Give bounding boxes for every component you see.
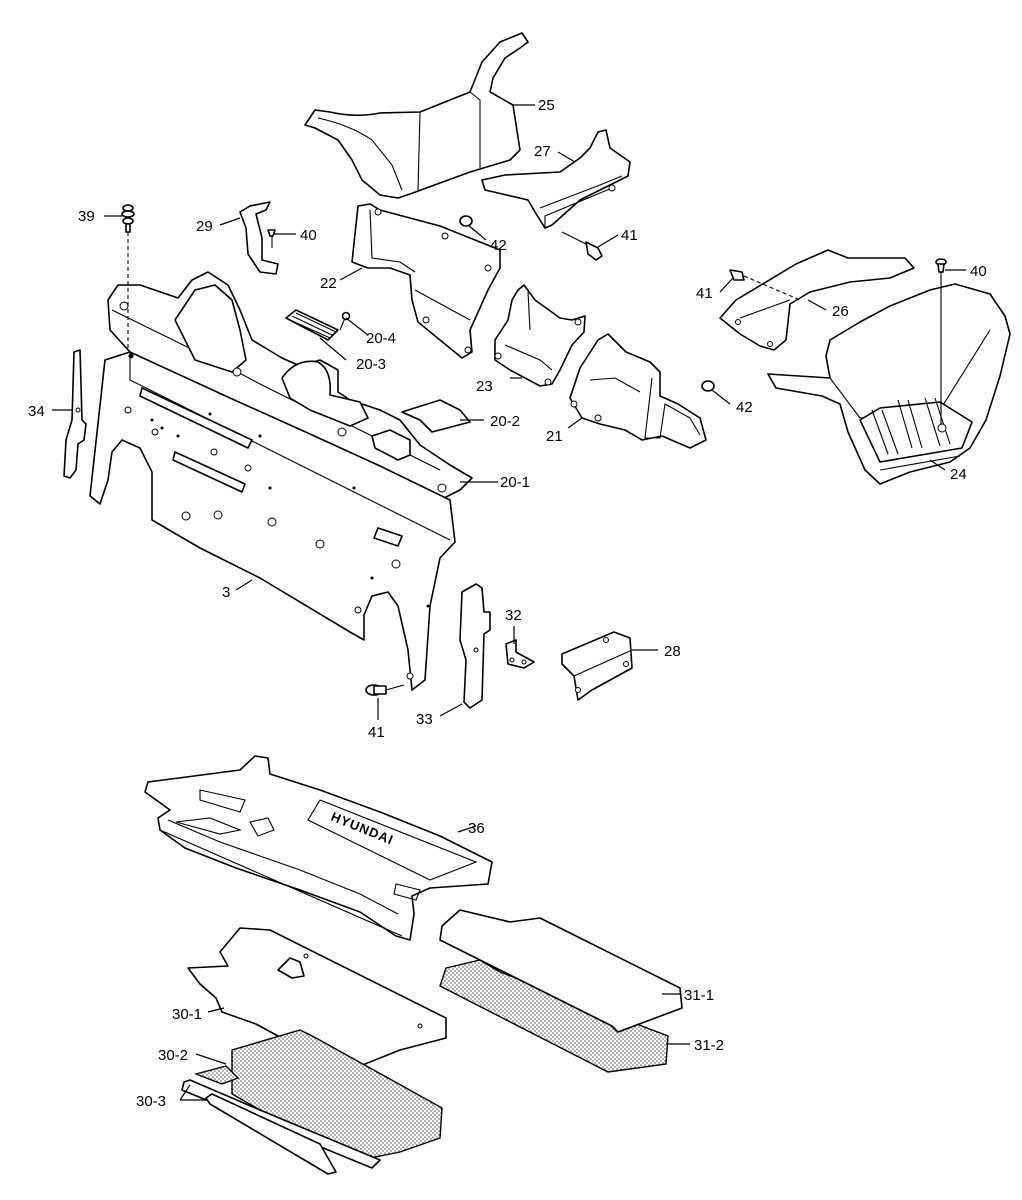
callout-24: 24 — [950, 466, 967, 483]
callout-40-a: 40 — [300, 227, 317, 244]
callout-3: 3 — [222, 584, 230, 601]
part-36-floor-mat: HYUNDAI — [144, 755, 493, 941]
part-24-side-cover — [767, 283, 1011, 485]
part-3-back-panel — [89, 351, 456, 691]
part-28-bracket — [561, 631, 633, 701]
part-39-fastener — [121, 204, 135, 350]
part-32-angle — [505, 639, 535, 669]
callout-labels: 25 27 39 29 40 42 41 22 41 40 26 20-4 20… — [28, 97, 987, 1110]
leader-lines — [52, 104, 966, 1101]
part-41-bolt-a — [561, 231, 603, 261]
part-30-2-insulation — [193, 1029, 443, 1159]
callout-36: 36 — [468, 820, 485, 837]
callout-31-1: 31-1 — [684, 987, 714, 1004]
callout-40-b: 40 — [970, 263, 987, 280]
callout-20-3: 20-3 — [356, 356, 386, 373]
part-31-1-cover — [439, 909, 683, 1033]
callout-33: 33 — [416, 711, 433, 728]
callout-20-2: 20-2 — [490, 413, 520, 430]
part-30-1-cover — [187, 927, 447, 1067]
part-26-panel — [719, 249, 915, 351]
callout-26: 26 — [832, 303, 849, 320]
callout-23: 23 — [476, 378, 493, 395]
callout-21: 21 — [546, 428, 563, 445]
callout-31-2: 31-2 — [694, 1037, 724, 1054]
part-33-bracket — [459, 583, 491, 709]
callout-41-c: 41 — [368, 724, 385, 741]
part-41-bolt-c — [365, 684, 405, 696]
callout-20-1: 20-1 — [500, 474, 530, 491]
callout-41-a: 41 — [621, 227, 638, 244]
part-40-screw-b — [935, 258, 947, 424]
callout-30-3: 30-3 — [136, 1093, 166, 1110]
callout-42-b: 42 — [736, 399, 753, 416]
part-20-2-plate — [401, 399, 471, 433]
callout-28: 28 — [664, 643, 681, 660]
part-24-step-ribs — [871, 397, 951, 455]
part-21-bracket — [569, 333, 707, 449]
callout-27: 27 — [534, 143, 551, 160]
part-34-bracket — [63, 349, 87, 479]
part-29-bracket — [239, 201, 279, 275]
part-40-screw-a — [267, 229, 276, 248]
part-41-bolt-b — [729, 269, 801, 301]
callout-41-b: 41 — [696, 285, 713, 302]
part-23-bracket — [494, 284, 586, 387]
part-20-4-screw — [339, 311, 351, 331]
part-42-cap-b — [701, 380, 715, 392]
callout-30-2: 30-2 — [158, 1047, 188, 1064]
part-22-inner-panel — [351, 203, 501, 359]
part-20-3-grille — [285, 309, 339, 341]
callout-29: 29 — [196, 218, 213, 235]
part-25-upper-cover — [304, 32, 529, 199]
part-42-cap-a — [459, 215, 473, 227]
callout-30-1: 30-1 — [172, 1006, 202, 1023]
callout-34: 34 — [28, 403, 45, 420]
callout-42-a: 42 — [490, 237, 507, 254]
part-30-3-strip — [181, 1079, 381, 1175]
callout-39: 39 — [78, 208, 95, 225]
part-27-bracket — [481, 129, 631, 229]
part-20-1-upper-cover — [107, 271, 473, 501]
callout-22: 22 — [320, 275, 337, 292]
callout-25: 25 — [538, 97, 555, 114]
callout-32: 32 — [505, 607, 522, 624]
callout-20-4: 20-4 — [366, 330, 396, 347]
